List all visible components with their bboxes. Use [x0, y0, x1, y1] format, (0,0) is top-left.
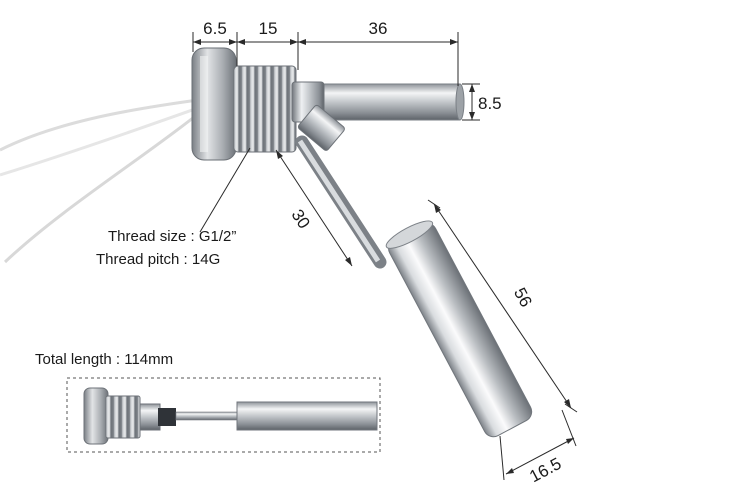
thread-size-label: Thread size : G1/2”	[108, 228, 236, 245]
thread-pitch-label: Thread pitch : 14G	[96, 251, 220, 268]
dim-rod-length: 30	[287, 206, 313, 232]
dim-thread-length: 15	[259, 19, 278, 38]
dim-arm-length: 36	[369, 19, 388, 38]
horizontal-arm	[317, 83, 465, 121]
hex-nut	[191, 47, 237, 161]
float-rod	[295, 135, 387, 269]
float-cylinder	[385, 220, 533, 438]
total-length-label: Total length : 114mm	[35, 351, 173, 368]
thread-section	[233, 65, 297, 153]
dim-float-length: 56	[510, 285, 536, 311]
dim-float-diameter: 16.5	[526, 454, 564, 486]
wires	[0, 98, 199, 264]
dim-hex-width: 6.5	[203, 19, 227, 38]
inset-straight-view	[66, 377, 381, 453]
arm-diameter-dimension: 8.5	[462, 83, 502, 121]
thread-callout: Thread size : G1/2” Thread pitch : 14G	[96, 147, 251, 268]
top-dimensions: 6.5 15 36	[192, 19, 459, 86]
pivot-joint	[291, 81, 345, 151]
dim-arm-diameter: 8.5	[478, 94, 502, 113]
